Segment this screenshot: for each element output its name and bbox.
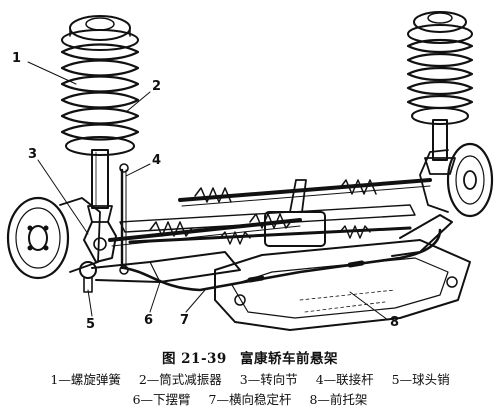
callout-shock-absorber: 2 [152,79,162,94]
steering-knuckle [83,221,117,263]
callout-link-rod: 4 [152,153,162,168]
front-suspension-illustration [6,11,494,331]
callout-ball-joint: 5 [86,317,96,332]
callout-anti-roll-bar: 7 [180,313,190,328]
link-rod [119,163,129,275]
lower-control-arm [91,214,453,283]
legend-item: 5—球头销 [391,372,450,387]
legend-row-1: 1—螺旋弹簧 2—筒式减振器 3—转向节 4—联接杆 5—球头销 [0,369,500,388]
left-strut [60,15,140,223]
callout-lower-arm: 6 [144,313,154,328]
legend-item: 4—联接杆 [315,372,374,387]
figure-caption: 图 21-39 富康轿车前悬架 [0,347,500,367]
legend-item: 3—转向节 [239,372,298,387]
figure-title: 富康轿车前悬架 [240,351,339,367]
left-brake-disc [6,196,101,280]
figure-number: 图 21-39 [161,351,227,367]
legend-row-2: 6—下摆臂 7—横向稳定杆 8—前托架 [0,389,500,408]
callout-steering-knuckle: 3 [28,147,38,162]
right-brake-disc [419,142,494,218]
callout-coil-spring: 1 [12,51,22,66]
right-strut [406,11,474,175]
anti-roll-bar [122,228,442,292]
legend-item: 6—下摆臂 [132,392,191,407]
front-subframe [214,239,471,331]
legend-item: 8—前托架 [309,392,368,407]
legend-item: 1—螺旋弹簧 [50,372,121,387]
leader-lines [27,61,389,321]
legend-item: 2—筒式减振器 [138,372,222,387]
cross-member [119,204,416,233]
callout-front-subframe: 8 [390,315,400,330]
legend-item: 7—横向稳定杆 [208,392,292,407]
